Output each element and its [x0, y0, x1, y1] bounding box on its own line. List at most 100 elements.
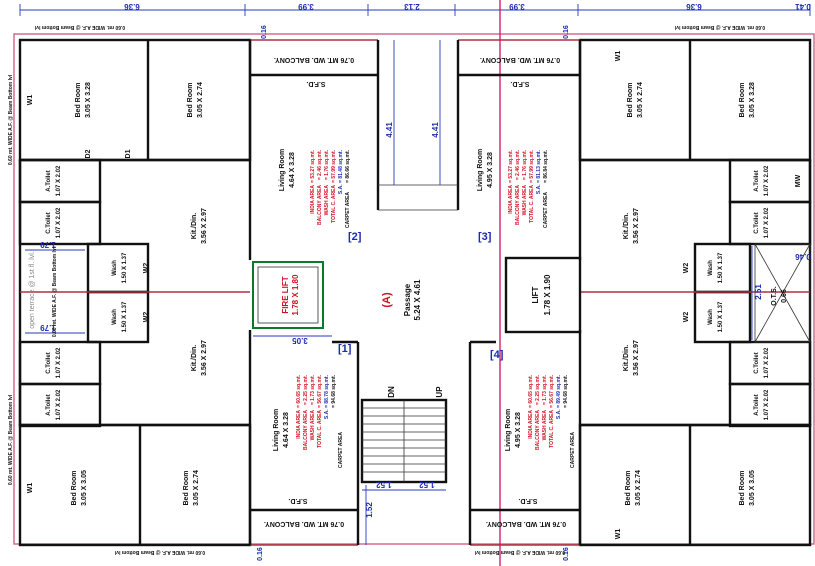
atoilet-1-title: A.Toilet [46, 170, 52, 192]
atoilet-2-size: 1.07 X 2.02 [56, 389, 62, 420]
area-a-1: BALCONY AREA [317, 185, 323, 225]
kit-2-title: Kit./Din. [191, 345, 198, 371]
dim-441-left: 4.41 [385, 122, 394, 138]
beam-top-left: 0.60 mt. WIDE A.F. @ Beam Bottom lvl [34, 24, 125, 30]
tag-d2: D2 [85, 149, 92, 158]
passage: (A) Passage 5.24 X 4.61 [381, 279, 422, 320]
kit-4-title: Kit./Din. [623, 345, 630, 371]
flat-1-living: Living Room 4.64 X 3.28 INDIA AREA BALCO… [273, 374, 344, 468]
passage-size: 5.24 X 4.61 [413, 279, 422, 320]
area-b-2: WASH AREA [522, 185, 528, 216]
area-b-4: = 53.27 sq.mt. [508, 149, 514, 183]
area-c-4: = 60.65 sq.mt. [296, 374, 302, 408]
atoilet-4-title: A.Toilet [754, 394, 760, 416]
atoilet-3-title: A.Toilet [754, 170, 760, 192]
beam-left-lower: 0.60 mt. WIDE A.F. @ Beam Bottom lvl [8, 394, 14, 485]
top-dim-1: 6.36 [124, 2, 140, 11]
atoilet-4-size: 1.07 X 2.02 [764, 389, 770, 420]
ctoilet-2-size: 1.07 X 2.02 [56, 347, 62, 378]
flat-1-number: [1] [338, 343, 352, 355]
stair-up: UP [435, 386, 444, 398]
beam-notes: 0.60 mt. WIDE A.F. @ Beam Bottom lvl 0.6… [8, 24, 765, 555]
area-a-4: = 53.27 sq.mt. [310, 149, 316, 183]
wash-3-size: 1.50 X 1.37 [718, 252, 724, 283]
window-door-tags: W1 W1 W1 W1 W2 W2 W2 W2 D1 D2 MW [27, 51, 802, 540]
area-c-1: BALCONY AREA [303, 410, 309, 450]
lift-size: 1.78 X 1.90 [543, 274, 552, 315]
balcony-4: 0.76 MT. WD. BALCONY. [486, 520, 566, 527]
bed-1-title: Bed Room [75, 83, 82, 118]
area-b-9: = 86.84 sq.mt. [543, 149, 549, 183]
area-a-10: CARPET AREA [345, 192, 351, 228]
area-a-2: WASH AREA [324, 185, 330, 216]
flat-numbers: [1] [2] [3] [4] [338, 231, 504, 361]
ctoilet-3-size: 1.07 X 2.02 [764, 207, 770, 238]
kit-1-title: Kit./Din. [191, 213, 198, 239]
tag-w2-d: W2 [683, 312, 690, 323]
passage-title: Passage [403, 283, 412, 316]
area-d-2: WASH AREA [542, 410, 548, 441]
balcony-3: 0.76 MT. WD. BALCONY. [264, 520, 344, 527]
dimensions: 4.41 4.41 3.05 1.79 1.79 1.52 1.52 1.52 … [25, 25, 811, 561]
flat-2-number: [2] [348, 231, 362, 243]
bed-2-title: Bed Room [187, 83, 194, 118]
bed-8-size: 3.05 X 3.05 [749, 470, 756, 506]
area-d-4: = 60.65 sq.mt. [528, 374, 534, 408]
right-dim-top: 0.41 [795, 2, 811, 11]
area-c-10: CARPET AREA [338, 432, 344, 468]
living-4-title: Living Room [505, 409, 512, 451]
area-c-8: S.A. = 88.78 sq.mt. [324, 374, 330, 419]
living-3-title: Living Room [477, 149, 484, 191]
dim-179-top: 1.79 [40, 240, 56, 249]
kit-2-size: 3.56 X 2.97 [201, 340, 208, 376]
living-1-size: 4.64 X 3.28 [283, 412, 290, 448]
dim-179-bottom: 1.79 [40, 323, 56, 332]
wash-1-size: 1.50 X 1.37 [122, 252, 128, 283]
lift: LIFT 1.78 X 1.90 [504, 256, 582, 334]
top-dimension-strip: 6.36 3.99 2.13 3.99 6.36 0.41 [19, 2, 811, 16]
bed-1-size: 3.05 X 3.28 [85, 82, 92, 118]
area-d-9: = 94.68 sq.mt. [563, 374, 569, 408]
area-a-0: INDIA AREA [310, 185, 316, 214]
sfd-2: S.F.D. [510, 80, 529, 87]
wash-4-size: 1.50 X 1.37 [718, 301, 724, 332]
atoilet-2-title: A.Toilet [46, 394, 52, 416]
bed-7-title: Bed Room [625, 471, 632, 506]
area-b-5: = 2.46 sq.mt. [515, 149, 521, 180]
dim-251: 2.51 [754, 284, 763, 300]
sfd-3: S.F.D. [288, 497, 307, 504]
tag-w2-c: W2 [683, 263, 690, 274]
ctoilet-2-title: C.Toilet [46, 352, 52, 374]
area-b-1: BALCONY AREA [515, 185, 521, 225]
kit-3-title: Kit./Din. [623, 213, 630, 239]
tag-w1-c: W1 [615, 51, 622, 62]
dim-016-a: 0.16 [261, 25, 268, 39]
top-dim-3: 2.13 [404, 2, 420, 11]
bed-7-size: 3.05 X 2.74 [635, 470, 642, 506]
bed-3-title: Bed Room [627, 83, 634, 118]
bed-2-size: 3.05 X 2.74 [197, 82, 204, 118]
dim-016-d: 0.16 [563, 547, 570, 561]
tag-mw: MW [795, 174, 802, 187]
ctoilet-1-size: 1.07 X 2.02 [56, 207, 62, 238]
dim-152-left: 1.52 [376, 480, 392, 489]
tag-w1-a: W1 [27, 95, 34, 106]
top-dim-4: 3.99 [509, 2, 525, 11]
beam-top-right: 0.60 mt. WIDE A.F. @ Beam Bottom lvl [674, 24, 765, 30]
area-d-10: CARPET AREA [570, 432, 576, 468]
wash-3-title: Wash [708, 260, 714, 276]
living-4-size: 4.95 X 3.28 [515, 412, 522, 448]
bed-6-title: Bed Room [183, 471, 190, 506]
ots-size: 0.66 [781, 289, 788, 303]
bed-3-size: 3.05 X 2.74 [637, 82, 644, 118]
tag-w1-d: W1 [615, 529, 622, 540]
dim-305: 3.05 [292, 336, 308, 345]
bed-6-size: 3.05 X 2.74 [193, 470, 200, 506]
flat-2-living: Living Room 4.64 X 3.28 INDIA AREA BALCO… [279, 149, 351, 228]
ots-title: O.T.S. [771, 286, 778, 306]
balcony-1: 0.76 MT. WD. BALCONY. [274, 56, 354, 63]
area-d-6: = 1.73 sq.mt. [542, 374, 548, 405]
area-d-8: S.A. = 89.49 sq.mt. [556, 374, 562, 419]
living-2-title: Living Room [279, 149, 286, 191]
kit-3-size: 3.56 X 2.97 [633, 208, 640, 244]
